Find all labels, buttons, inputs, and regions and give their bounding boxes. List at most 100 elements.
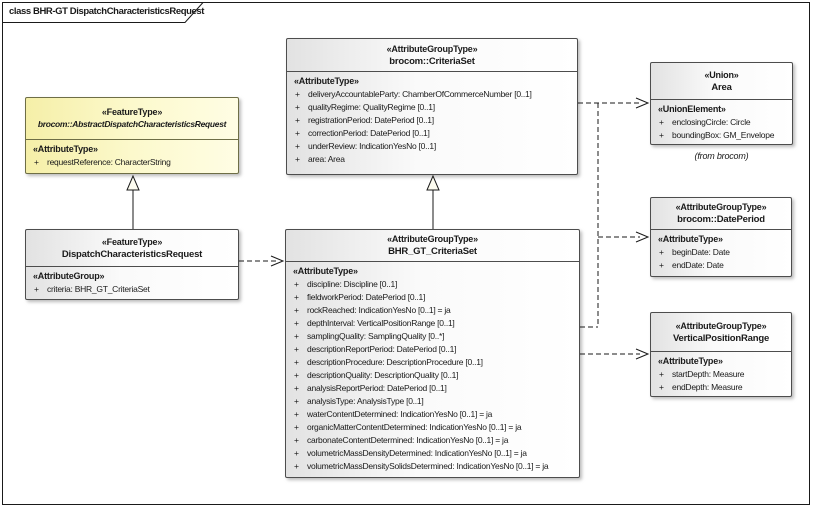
attributes-compartment: «AttributeType» + requestReference: Char… (26, 139, 238, 169)
visibility-symbol: + (294, 292, 299, 302)
attribute-text: underReview: IndicationYesNo [0..1] (308, 141, 436, 151)
attribute-row[interactable]: + discipline: Discipline [0..1] (286, 278, 579, 291)
attribute-text: waterContentDetermined: IndicationYesNo … (307, 409, 493, 419)
class-name: brocom::DatePeriod (677, 214, 765, 225)
attribute-row[interactable]: + requestReference: CharacterString (26, 156, 238, 169)
attribute-row[interactable]: + descriptionQuality: DescriptionQuality … (286, 369, 579, 382)
attribute-row[interactable]: + descriptionReportPeriod: DatePeriod [0.… (286, 343, 579, 356)
class-name: BHR_GT_CriteriaSet (388, 246, 477, 257)
attribute-row[interactable]: +descriptionProcedure: DescriptionProced… (286, 356, 579, 369)
attribute-row[interactable]: +volumetricMassDensitySolidsDetermined: … (286, 460, 579, 473)
attribute-text: samplingQuality: SamplingQuality [0..*] (307, 331, 445, 341)
attribute-row[interactable]: + rockReached: IndicationYesNo [0..1] = j… (286, 304, 579, 317)
attribute-row[interactable]: + fieldworkPeriod: DatePeriod [0..1] (286, 291, 579, 304)
attribute-text: registrationPeriod: DatePeriod [0..1] (308, 115, 434, 125)
attributes-compartment: «AttributeType» +beginDate: Date +endDat… (651, 229, 791, 272)
section-label: «AttributeType» (658, 356, 723, 366)
class-area[interactable]: «Union» Area «UnionElement» + enclosingCi… (650, 62, 793, 145)
section-label: «AttributeType» (33, 144, 98, 154)
class-name: brocom::AbstractDispatchCharacteristicsR… (37, 119, 227, 129)
attribute-row[interactable]: + waterContentDetermined: IndicationYesNo… (286, 408, 579, 421)
attribute-row[interactable]: + underReview: IndicationYesNo [0..1] (287, 140, 577, 153)
visibility-symbol: + (294, 396, 299, 406)
attribute-text: rockReached: IndicationYesNo [0..1] = ja (307, 305, 451, 315)
attributes-compartment: «UnionElement» +enclosingCircle: Circle … (651, 99, 792, 142)
class-stereotype: «FeatureType» (101, 107, 163, 117)
attribute-row[interactable]: +endDepth: Measure (651, 381, 791, 394)
visibility-symbol: + (294, 422, 299, 432)
attribute-text: descriptionQuality: DescriptionQuality [… (307, 370, 459, 380)
class-verticalpositionrange[interactable]: «AttributeGroupType» VerticalPositionRan… (650, 312, 792, 397)
class-header: «AttributeGroupType» brocom::CriteriaSet (287, 39, 577, 71)
visibility-symbol: + (659, 247, 664, 257)
attribute-row[interactable]: +area: Area (287, 153, 577, 166)
attribute-row[interactable]: + depthInterval: VerticalPositionRange [0… (286, 317, 579, 330)
class-name: DispatchCharacteristicsRequest (61, 248, 203, 260)
attribute-text: deliveryAccountableParty: ChamberOfComme… (308, 89, 532, 99)
class-stereotype: «AttributeGroupType» (675, 320, 767, 331)
visibility-symbol: + (294, 383, 299, 393)
visibility-symbol: + (294, 435, 299, 445)
attributes-compartment: «AttributeType» +startDepth: Measure +en… (651, 351, 791, 394)
class-brocom-dateperiod[interactable]: «AttributeGroupType» brocom::DatePeriod … (650, 197, 792, 277)
attribute-row[interactable]: +boundingBox: GM_Envelope (651, 129, 792, 142)
class-brocom-criteriaset[interactable]: «AttributeGroupType» brocom::CriteriaSet… (286, 38, 578, 175)
attribute-row[interactable]: +deliveryAccountableParty: ChamberOfComm… (287, 88, 577, 101)
attribute-row[interactable]: + volumetricMassDensityDetermined: Indica… (286, 447, 579, 460)
class-bhr-gt-criteriaset[interactable]: «AttributeGroupType» BHR_GT_CriteriaSet … (285, 229, 580, 478)
class-name: brocom::CriteriaSet (389, 55, 475, 67)
visibility-symbol: + (659, 117, 664, 127)
attribute-text: organicMatterContentDetermined: Indicati… (307, 422, 522, 432)
attribute-row[interactable]: + enclosingCircle: Circle (651, 116, 792, 129)
attribute-row[interactable]: +qualityRegime: QualityRegime [0..1] (287, 101, 577, 114)
attribute-text: discipline: Discipline [0..1] (307, 279, 398, 289)
visibility-symbol: + (295, 128, 300, 138)
attribute-text: volumetricMassDensitySolidsDetermined: I… (307, 461, 549, 471)
visibility-symbol: + (295, 141, 300, 151)
class-dispatch-characteristics-request[interactable]: «FeatureType» DispatchCharacteristicsReq… (25, 229, 239, 300)
visibility-symbol: + (294, 370, 299, 380)
visibility-symbol: + (294, 279, 299, 289)
attribute-row[interactable]: +analysisType: AnalysisType [0..1] (286, 395, 579, 408)
visibility-symbol: + (294, 409, 299, 419)
attribute-row[interactable]: +endDate: Date (651, 259, 791, 272)
class-header: «FeatureType» brocom::AbstractDispatchCh… (26, 98, 238, 139)
visibility-symbol: + (294, 448, 299, 458)
attribute-text: enclosingCircle: Circle (672, 117, 751, 127)
class-abstract-dispatch-characteristics-request[interactable]: «FeatureType» brocom::AbstractDispatchCh… (25, 97, 239, 174)
attribute-row[interactable]: + correctionPeriod: DatePeriod [0..1] (287, 127, 577, 140)
section-label: «AttributeType» (294, 76, 359, 86)
visibility-symbol: + (295, 115, 300, 125)
attribute-text: fieldworkPeriod: DatePeriod [0..1] (307, 292, 426, 302)
attribute-text: volumetricMassDensityDetermined: Indicat… (307, 448, 527, 458)
class-name: VerticalPositionRange (672, 332, 770, 344)
visibility-symbol: + (295, 154, 300, 164)
attribute-text: descriptionReportPeriod: DatePeriod [0..… (307, 344, 457, 354)
attributes-compartment: «AttributeType» +deliveryAccountablePart… (287, 71, 577, 166)
attribute-text: correctionPeriod: DatePeriod [0..1] (308, 128, 430, 138)
visibility-symbol: + (659, 130, 664, 140)
visibility-symbol: + (294, 318, 299, 328)
visibility-symbol: + (294, 344, 299, 354)
visibility-symbol: + (294, 305, 299, 315)
attribute-row[interactable]: +samplingQuality: SamplingQuality [0..*] (286, 330, 579, 343)
attribute-text: startDepth: Measure (672, 369, 745, 379)
attribute-row[interactable]: + organicMatterContentDetermined: Indicat… (286, 421, 579, 434)
attribute-row[interactable]: +startDepth: Measure (651, 368, 791, 381)
attribute-row[interactable]: +analysisReportPeriod: DatePeriod [0..1] (286, 382, 579, 395)
class-name: Area (711, 81, 732, 93)
attribute-text: depthInterval: VerticalPositionRange [0.… (307, 318, 455, 328)
section-label: «AttributeType» (293, 266, 358, 276)
class-header: «Union» Area (651, 63, 792, 99)
attribute-row[interactable]: +beginDate: Date (651, 246, 791, 259)
attribute-row[interactable]: + registrationPeriod: DatePeriod [0..1] (287, 114, 577, 127)
attribute-row[interactable]: + criteria: BHR_GT_CriteriaSet (26, 283, 238, 296)
attribute-row[interactable]: +carbonateContentDetermined: IndicationY… (286, 434, 579, 447)
from-package-note: (from brocom) (694, 151, 749, 161)
section-label: «UnionElement» (658, 104, 726, 114)
attribute-text: descriptionProcedure: DescriptionProcedu… (307, 357, 483, 367)
attribute-text: endDate: Date (672, 260, 724, 270)
class-header: «AttributeGroupType» brocom::DatePeriod (651, 198, 791, 229)
